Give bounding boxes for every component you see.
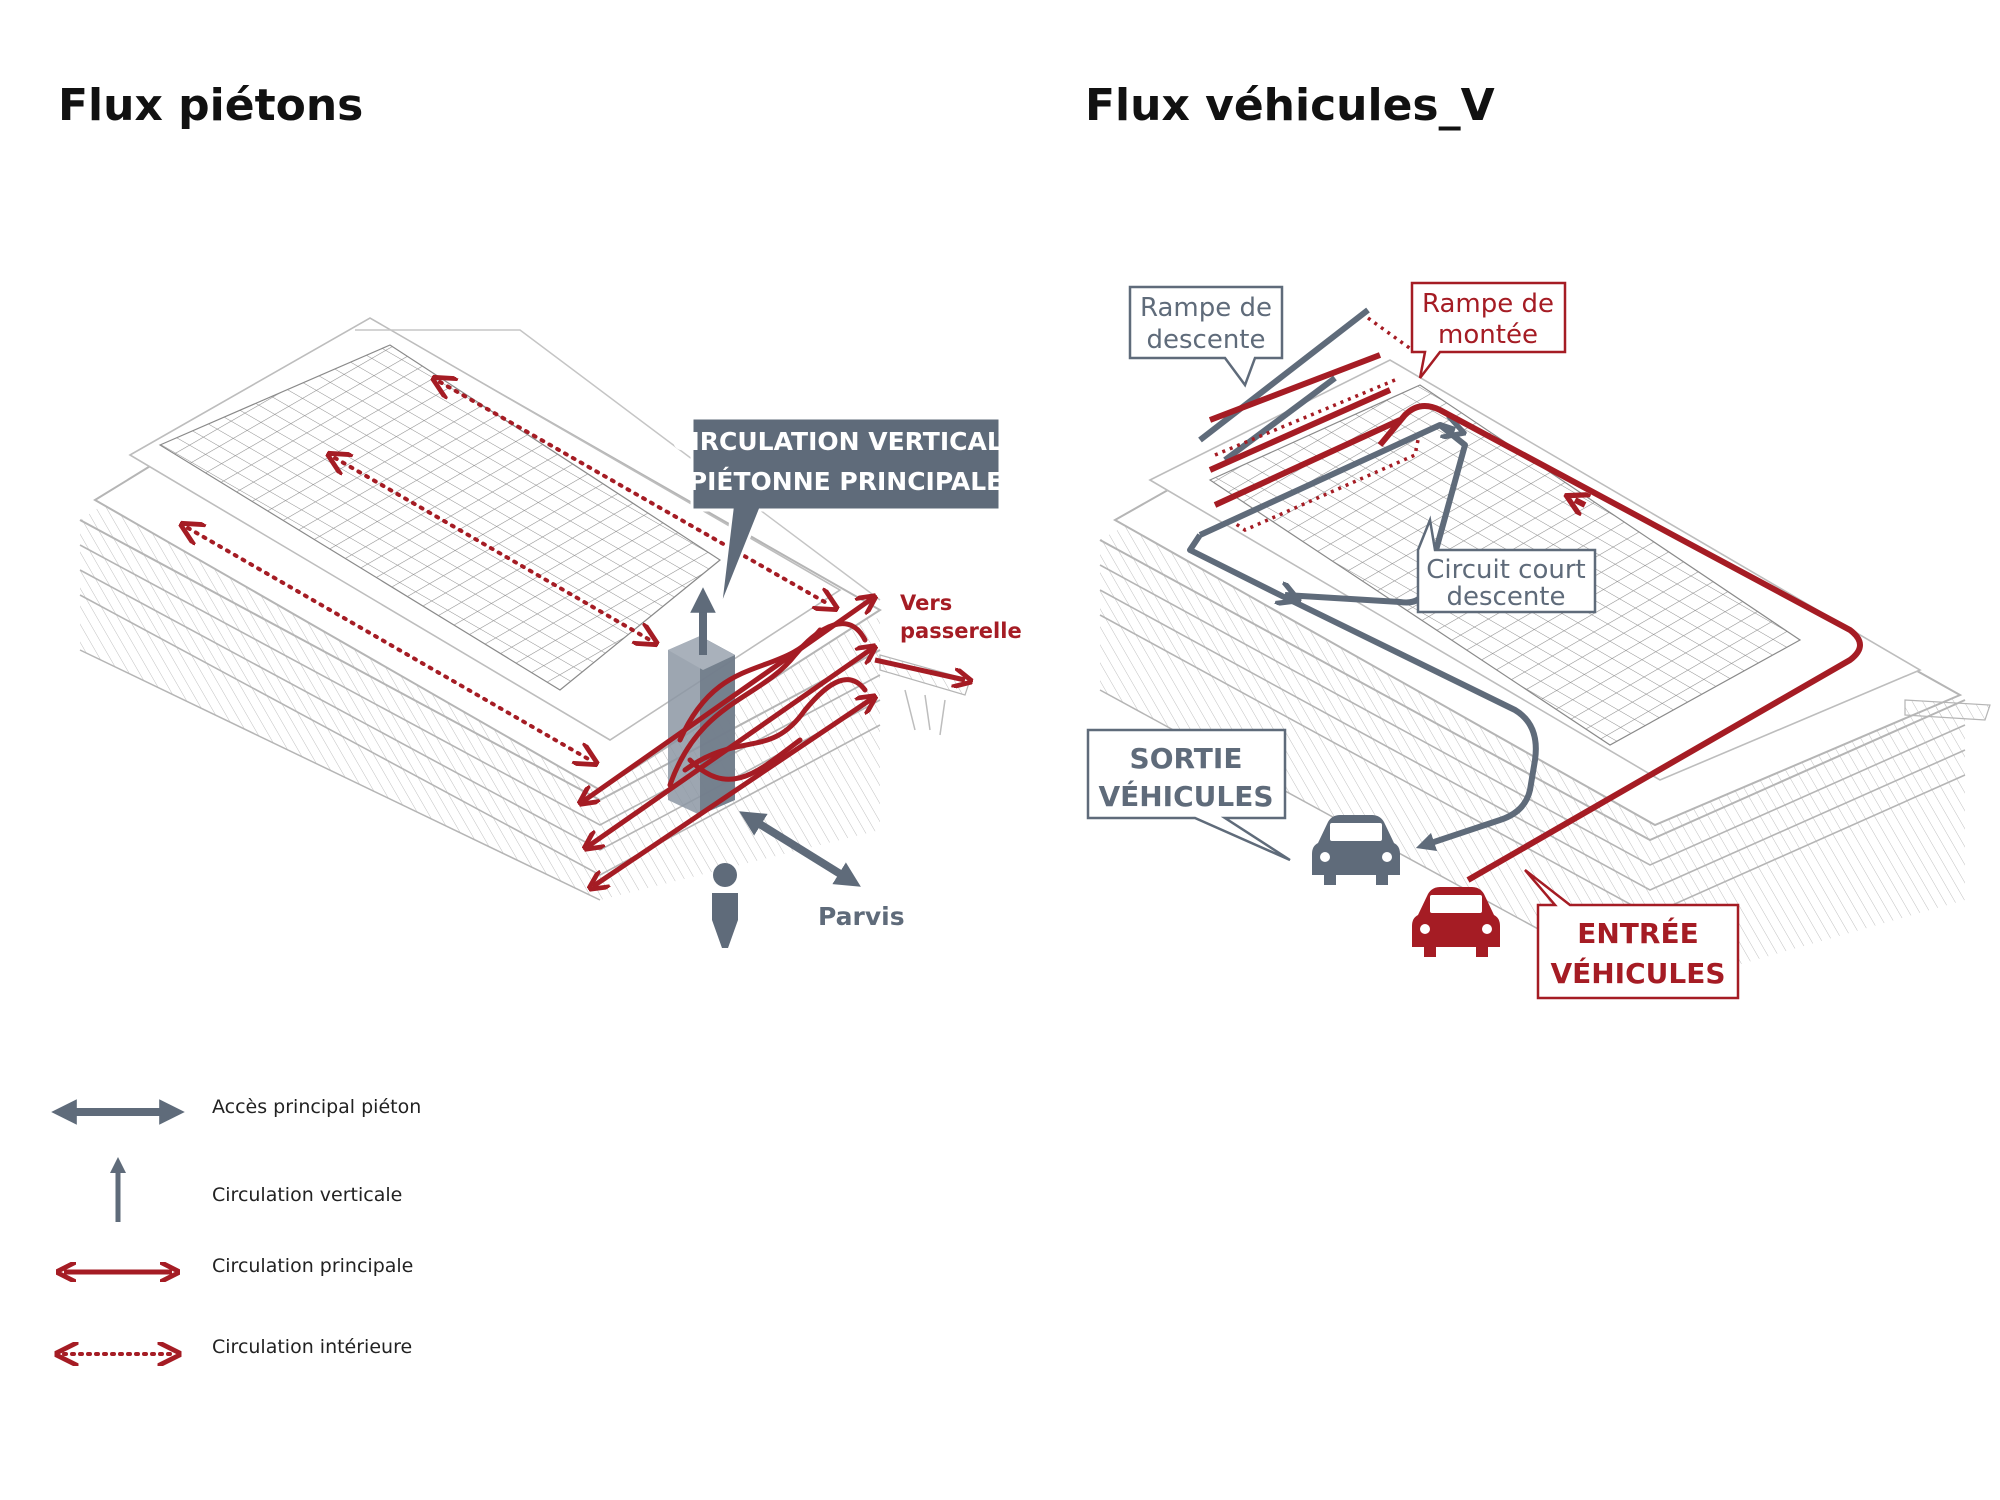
ascent-ramp-lines (1208, 352, 1402, 508)
circuit-court-line-1: Circuit court (1426, 555, 1586, 585)
entry-circuit-path (1377, 403, 1863, 883)
descent-ramp-lines (1198, 307, 1370, 463)
circuit-court-line-2: descente (1446, 582, 1565, 612)
main-circulation-paths (585, 600, 870, 885)
car-icon-entry (1412, 887, 1500, 957)
parvis-label: Parvis (818, 902, 905, 931)
callout-circuit-court: Circuit court descente (1416, 515, 1597, 614)
sortie-line-2: VÉHICULES (1098, 779, 1273, 813)
rampe-descente-line-1: Rampe de (1140, 293, 1272, 323)
callout-entree-vehicules: ENTRÉE VÉHICULES (1524, 869, 1740, 1000)
exit-circuit-chevron (1285, 595, 1290, 597)
ascent-ramp-dotted (1214, 316, 1422, 532)
vertical-core-volume (668, 636, 735, 815)
vers-passerelle-line-2: passerelle (900, 619, 1022, 643)
interior-circulation-line (188, 528, 590, 760)
vers-passerelle-line-1: Vers (900, 591, 952, 615)
callout-line-1: CIRCULATION VERTICALE (672, 427, 1020, 456)
callout-rampe-descente: Rampe de descente (1128, 285, 1284, 388)
vertical-circulation-callout: CIRCULATION VERTICALE PIÉTONNE PRINCIPAL… (672, 416, 1020, 611)
entree-line-2: VÉHICULES (1550, 956, 1725, 990)
footbridge-red-arrow (874, 657, 965, 680)
building-left (79, 317, 971, 901)
callout-rampe-montee: Rampe de montée (1410, 281, 1567, 379)
legend-label-vertical: Circulation verticale (212, 1184, 403, 1206)
callout-line-2: PIÉTONNE PRINCIPALE (689, 467, 1003, 496)
rampe-montee-line-2: montée (1438, 320, 1538, 350)
entry-circuit-chevron (1575, 500, 1585, 505)
entree-line-1: ENTRÉE (1577, 916, 1698, 950)
sortie-line-1: SORTIE (1130, 742, 1243, 775)
person-icon (712, 863, 738, 948)
title-flux-pietons: Flux piétons (58, 80, 364, 131)
callout-sortie-vehicules: SORTIE VÉHICULES (1086, 728, 1291, 862)
legend-label-access: Accès principal piéton (212, 1096, 422, 1118)
rampe-montee-line-1: Rampe de (1422, 289, 1554, 319)
exit-circuit-top (1439, 425, 1455, 430)
pedestrian-access-arrow (739, 811, 861, 887)
car-icon-exit (1312, 815, 1400, 885)
legend-label-main: Circulation principale (212, 1255, 414, 1277)
title-flux-vehicules: Flux véhicules_V (1085, 80, 1495, 131)
rampe-descente-line-2: descente (1146, 325, 1265, 355)
legend-label-interior: Circulation intérieure (212, 1336, 413, 1358)
